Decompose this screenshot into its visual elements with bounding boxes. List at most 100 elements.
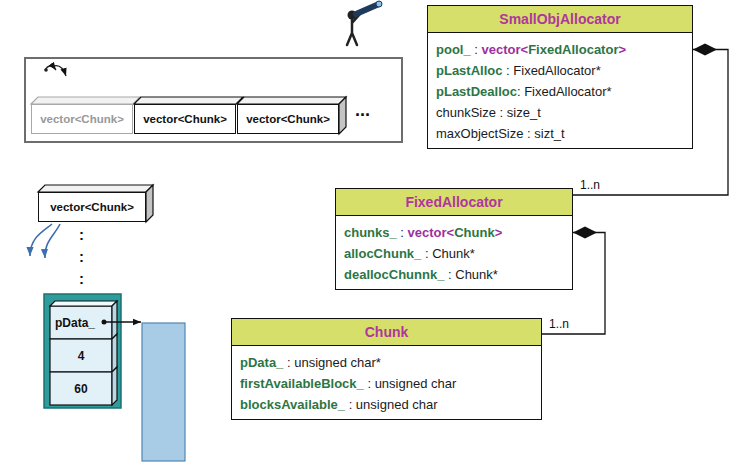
member-part: blocksAvailable_ bbox=[240, 397, 349, 412]
vector-label: vector<Chunk> bbox=[40, 113, 124, 125]
class-member: chunkSize : size_t bbox=[436, 102, 541, 123]
box-top-face bbox=[38, 185, 153, 192]
telescope bbox=[356, 4, 379, 14]
box-side-face bbox=[339, 97, 346, 134]
telescope-lens bbox=[376, 1, 382, 7]
box-side-face bbox=[112, 334, 117, 372]
member-part: : unsigned char bbox=[367, 376, 456, 391]
member-part: allocChunk_ bbox=[344, 246, 425, 261]
box-side-face bbox=[146, 185, 153, 222]
member-part: pLastAlloc bbox=[436, 63, 506, 78]
member-part: : bbox=[400, 225, 407, 240]
member-row: pLastAlloc : FixedAllocator* bbox=[436, 59, 684, 80]
field-face bbox=[50, 306, 112, 339]
member-row: pool_ : vector<FixedAllocator> bbox=[436, 38, 684, 59]
member-row: pData_ : unsigned char* bbox=[240, 351, 533, 372]
class-member: firstAvailableBlock_ : unsigned char bbox=[240, 373, 456, 394]
chunk-field: 4 bbox=[50, 339, 112, 372]
member-part: > bbox=[618, 42, 626, 57]
class-member: maxObjectSize : sizt_t bbox=[436, 123, 565, 144]
member-row: blocksAvailable_ : unsigned char bbox=[240, 393, 533, 414]
class-member: pLastAlloc : FixedAllocator* bbox=[436, 60, 601, 81]
icon-arrow bbox=[54, 66, 66, 76]
box-side-face bbox=[112, 301, 117, 339]
vector-label: vector<Chunk> bbox=[246, 113, 330, 125]
member-row: allocChunk_ : Chunk* bbox=[344, 242, 564, 263]
class-box: ChunkpData_ : unsigned char*firstAvailab… bbox=[231, 318, 542, 420]
multiplicity: 1..n bbox=[547, 317, 571, 331]
member-part: chunkSize : size_t bbox=[436, 105, 541, 120]
member-row: chunkSize : size_t bbox=[436, 101, 684, 122]
telescope-figure bbox=[347, 1, 382, 45]
multiplicity: 1..n bbox=[578, 178, 602, 192]
class-member: allocChunk_ : Chunk* bbox=[344, 243, 475, 264]
class-body: pData_ : unsigned char*firstAvailableBlo… bbox=[232, 346, 541, 419]
class-body: chunks_ : vector<Chunk>allocChunk_ : Chu… bbox=[336, 216, 572, 289]
pointer-dot bbox=[102, 320, 107, 325]
icon-dot bbox=[44, 68, 48, 72]
vector-box: vector<Chunk> bbox=[237, 104, 339, 134]
field-value: pData_ bbox=[55, 316, 95, 330]
member-part: : FixedAllocator* bbox=[506, 63, 601, 78]
member-part: deallocChunnk_ bbox=[344, 267, 448, 282]
member-part: pool_ bbox=[436, 42, 474, 57]
member-part: maxObjectSize : sizt_t bbox=[436, 126, 565, 141]
chunk-field: 60 bbox=[50, 372, 112, 405]
member-part: : unsigned char* bbox=[287, 355, 381, 370]
chunk-field: pData_ bbox=[50, 306, 112, 339]
member-part: firstAvailableBlock_ bbox=[240, 376, 367, 391]
class-header: SmallObjAllocator bbox=[428, 6, 692, 33]
figure-body bbox=[347, 14, 360, 45]
member-part: : unsigned char bbox=[349, 397, 438, 412]
vector-box: vector<Chunk> bbox=[31, 104, 133, 134]
class-name: FixedAllocator bbox=[405, 189, 502, 215]
member-part: : Chunk* bbox=[448, 267, 498, 282]
class-header: Chunk bbox=[232, 319, 541, 346]
continuation-dots: : bbox=[79, 248, 84, 265]
member-row: maxObjectSize : sizt_t bbox=[436, 122, 684, 143]
member-row: firstAvailableBlock_ : unsigned char bbox=[240, 372, 533, 393]
box-side-face bbox=[112, 367, 117, 405]
chunk-frame bbox=[44, 294, 121, 408]
member-part: : Chunk* bbox=[425, 246, 475, 261]
member-row: chunks_ : vector<Chunk> bbox=[344, 221, 564, 242]
class-member: pLastDealloc: FixedAllocator* bbox=[436, 81, 612, 102]
vector-box: vector<Chunk> bbox=[38, 192, 146, 222]
member-row: pLastDealloc: FixedAllocator* bbox=[436, 80, 684, 101]
pointer-line bbox=[104, 321, 141, 322]
member-part: vector< bbox=[408, 225, 455, 240]
vector-box: vector<Chunk> bbox=[134, 104, 236, 134]
frame-icon bbox=[44, 66, 66, 76]
vector-frame bbox=[25, 58, 402, 142]
class-member: deallocChunnk_ : Chunk* bbox=[344, 264, 498, 285]
member-part: : bbox=[474, 42, 481, 57]
member-part: FixedAllocator bbox=[528, 42, 618, 57]
class-box: SmallObjAllocator pool_ : vector<FixedAll… bbox=[427, 5, 693, 149]
field-face bbox=[50, 339, 112, 372]
class-header: FixedAllocator bbox=[336, 189, 572, 216]
box-top-face bbox=[134, 97, 243, 104]
member-part: pData_ bbox=[240, 355, 287, 370]
box-top-face bbox=[237, 97, 346, 104]
class-member: pool_ : vector<FixedAllocator> bbox=[436, 39, 626, 60]
field-value: 60 bbox=[74, 382, 87, 396]
member-row: deallocChunnk_ : Chunk* bbox=[344, 263, 564, 284]
class-name: Chunk bbox=[365, 319, 409, 345]
member-part: > bbox=[495, 225, 503, 240]
member-part: vector< bbox=[482, 42, 529, 57]
data-pointer bbox=[102, 320, 142, 325]
field-face bbox=[50, 372, 112, 405]
vector-label: vector<Chunk> bbox=[50, 201, 134, 213]
class-body: pool_ : vector<FixedAllocator>pLastAlloc… bbox=[428, 33, 692, 148]
class-member: blocksAvailable_ : unsigned char bbox=[240, 394, 438, 415]
member-part: chunks_ bbox=[344, 225, 400, 240]
class-member: pData_ : unsigned char* bbox=[240, 352, 381, 373]
memory-block bbox=[142, 323, 185, 461]
member-part: Chunk bbox=[454, 225, 494, 240]
class-name: SmallObjAllocator bbox=[499, 6, 620, 32]
continuation-dots: : bbox=[79, 226, 84, 243]
class-member: chunks_ : vector<Chunk> bbox=[344, 222, 502, 243]
member-part: pLastDealloc bbox=[436, 84, 517, 99]
